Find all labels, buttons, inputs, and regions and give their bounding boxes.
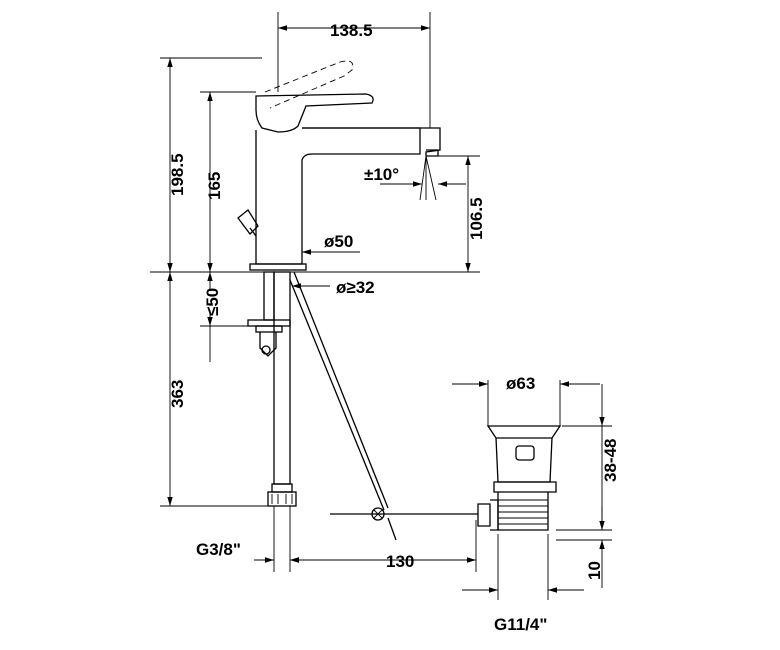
faucet-body <box>150 60 441 273</box>
under-deck-assembly <box>247 271 478 541</box>
lever <box>255 93 374 133</box>
dim-pop-up-range: 38-48 <box>601 439 620 482</box>
dimension-labels: 138.5 198.5 165 ±10° 106.5 ø50 ≤50 ø≥32 … <box>168 21 620 634</box>
dim-waste-offset: 10 <box>585 561 604 580</box>
body-column <box>255 127 421 265</box>
braided-hose <box>273 271 291 485</box>
dim-spout-height: 165 <box>205 172 224 200</box>
dim-deck-thickness: ≤50 <box>203 288 222 316</box>
lever-raised-outline <box>264 60 354 109</box>
dim-connection-thread: G3/8" <box>196 540 241 559</box>
dim-body-diameter: ø50 <box>324 232 353 251</box>
spout <box>302 127 441 156</box>
dim-spout-reach: 138.5 <box>330 21 373 40</box>
pop-up-waste <box>477 425 562 531</box>
dim-waste-thread: G11/4" <box>494 615 547 634</box>
faucet-base <box>249 263 307 271</box>
pop-up-rod <box>289 279 385 511</box>
dim-swivel-angle: ±10° <box>364 165 399 184</box>
hose-connector <box>271 483 293 493</box>
fixing-nut <box>247 319 291 327</box>
dimension-lines <box>160 12 612 600</box>
dim-rod-length: 130 <box>386 552 414 571</box>
dim-hole-diameter: ø≥32 <box>336 278 375 297</box>
dim-waste-diameter: ø63 <box>506 374 535 393</box>
dim-total-height: 198.5 <box>168 153 187 196</box>
waste-rod-housing <box>477 503 491 527</box>
waste-flange <box>486 425 562 439</box>
dim-outlet-height: 106.5 <box>467 197 486 240</box>
pop-up-knob <box>237 209 259 235</box>
dim-hose-length: 363 <box>168 380 187 408</box>
